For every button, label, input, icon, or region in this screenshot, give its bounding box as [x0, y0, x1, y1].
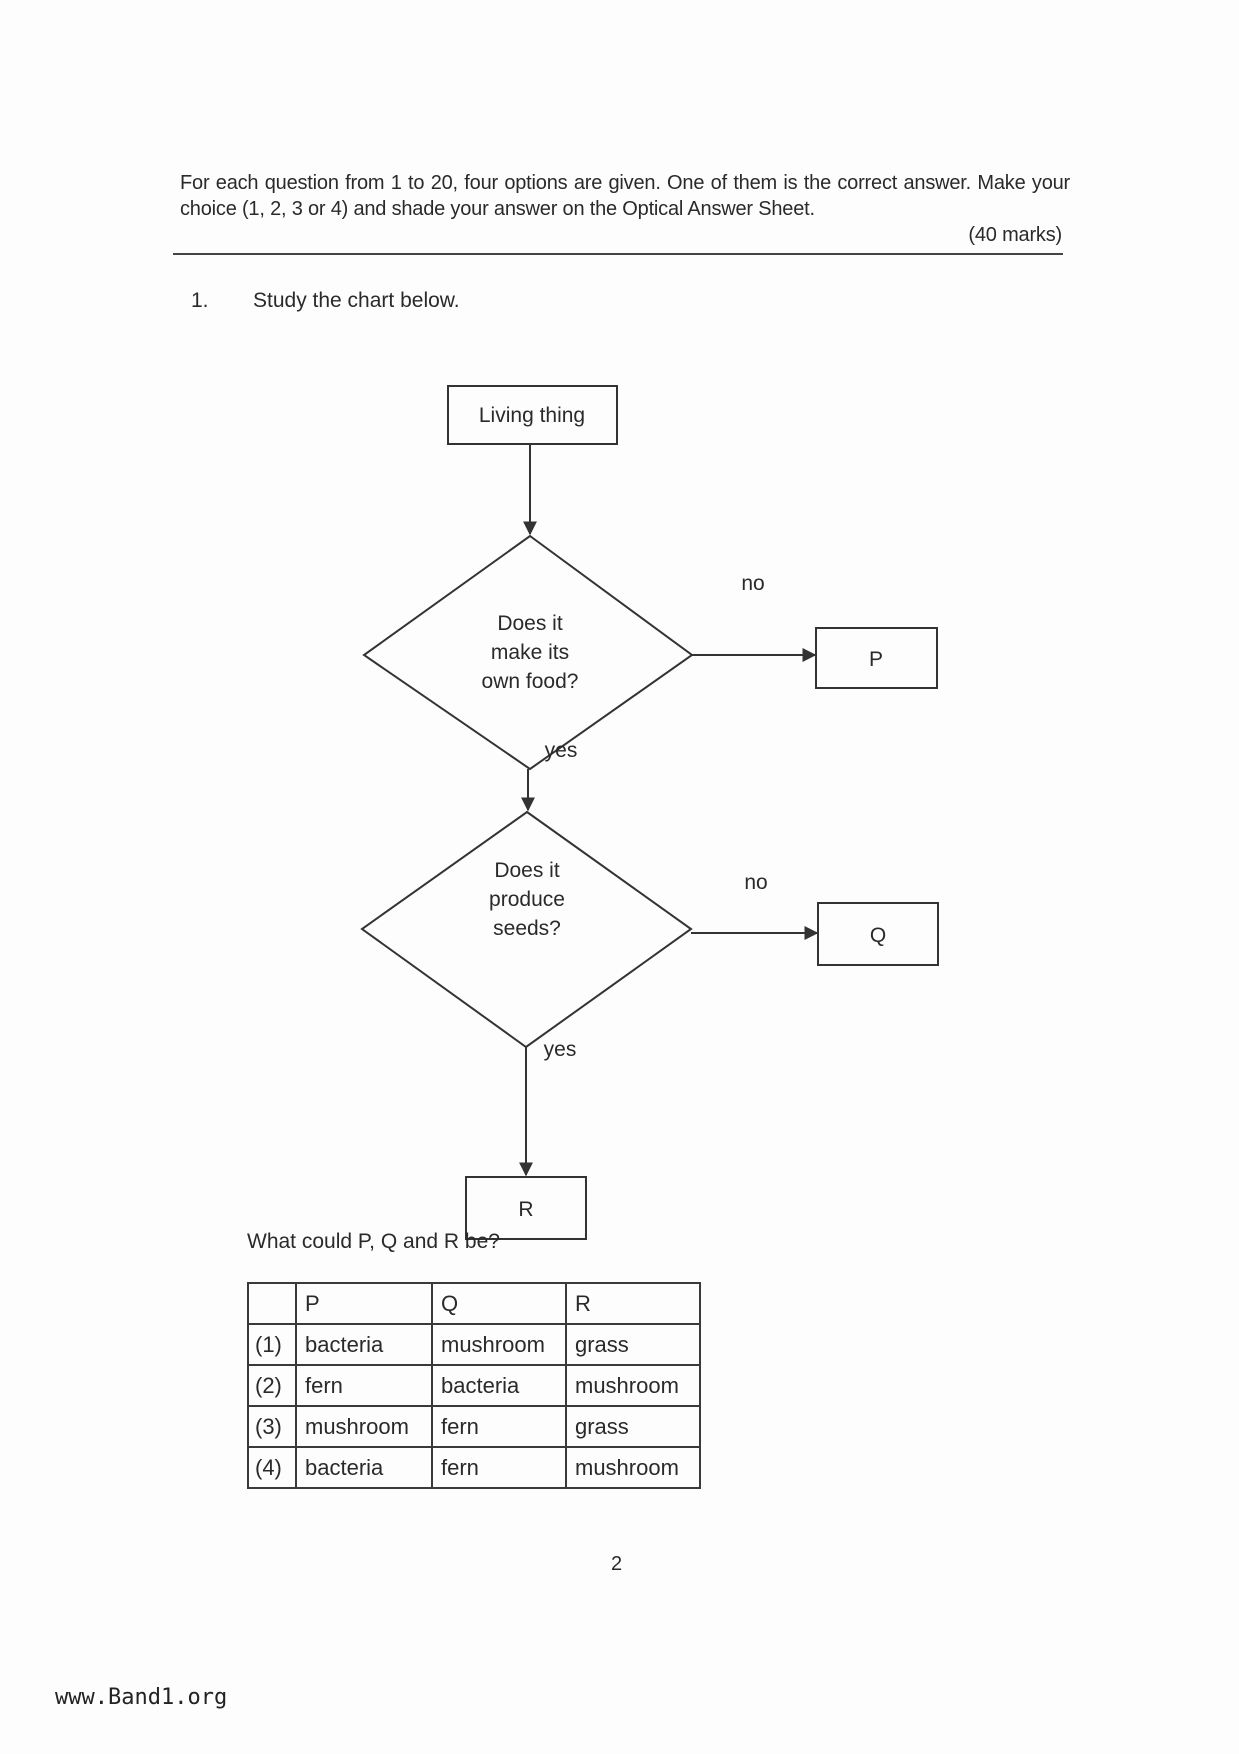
outcome-q-box [817, 902, 939, 966]
outcome-q-label: Q [870, 924, 886, 947]
options-table: P Q R (1) bacteria mushroom grass (2) fe… [247, 1282, 701, 1489]
option-p: bacteria [295, 1446, 433, 1489]
option-r: grass [565, 1405, 701, 1448]
no-label-1: no [741, 572, 764, 595]
total-marks: (40 marks) [968, 224, 1062, 246]
decision2-line1: Does it [494, 859, 560, 882]
table-row: (3) mushroom fern grass [247, 1405, 701, 1448]
outcome-p-box [815, 627, 938, 689]
decision1-line3: own food? [482, 670, 579, 693]
header-cell-r: R [565, 1282, 701, 1325]
decision1-line1: Does it [497, 612, 563, 635]
no-label-2: no [744, 871, 767, 894]
section-divider [173, 253, 1063, 255]
start-label: Living thing [479, 404, 585, 427]
outcome-r-label: R [518, 1198, 533, 1221]
option-q: fern [431, 1446, 567, 1489]
start-box [447, 385, 618, 445]
watermark: www.Band1.org [55, 1685, 228, 1710]
option-q: bacteria [431, 1364, 567, 1407]
page-number: 2 [611, 1553, 623, 1575]
table-row: (1) bacteria mushroom grass [247, 1323, 701, 1366]
header-cell-p: P [295, 1282, 433, 1325]
instructions-text: For each question from 1 to 20, four opt… [180, 172, 1070, 220]
question-prompt: Study the chart below. [253, 289, 460, 312]
option-number: (4) [247, 1446, 297, 1489]
yes-label-2: yes [544, 1038, 577, 1061]
option-q: fern [431, 1405, 567, 1448]
table-row: (2) fern bacteria mushroom [247, 1364, 701, 1407]
follow-up-question: What could P, Q and R be? [247, 1230, 500, 1253]
option-q: mushroom [431, 1323, 567, 1366]
option-p: bacteria [295, 1323, 433, 1366]
option-number: (2) [247, 1364, 297, 1407]
instructions: For each question from 1 to 20, four opt… [180, 170, 1070, 246]
yes-label-1: yes [545, 739, 578, 762]
outcome-r-box [465, 1176, 587, 1240]
flowchart: Living thing Does it make its own food? … [360, 385, 939, 1240]
option-number: (3) [247, 1405, 297, 1448]
header-cell-q: Q [431, 1282, 567, 1325]
option-p: fern [295, 1364, 433, 1407]
option-p: mushroom [295, 1405, 433, 1448]
table-row: (4) bacteria fern mushroom [247, 1446, 701, 1489]
option-r: mushroom [565, 1364, 701, 1407]
decision1-line2: make its [491, 641, 569, 664]
option-number: (1) [247, 1323, 297, 1366]
decision2-line3: seeds? [493, 917, 561, 940]
question-number: 1. [191, 289, 209, 312]
table-header-row: P Q R [247, 1282, 701, 1325]
outcome-p-label: P [869, 648, 883, 671]
header-cell [247, 1282, 297, 1325]
option-r: grass [565, 1323, 701, 1366]
option-r: mushroom [565, 1446, 701, 1489]
decision1-diamond [362, 534, 694, 771]
decision2-line2: produce [489, 888, 565, 911]
